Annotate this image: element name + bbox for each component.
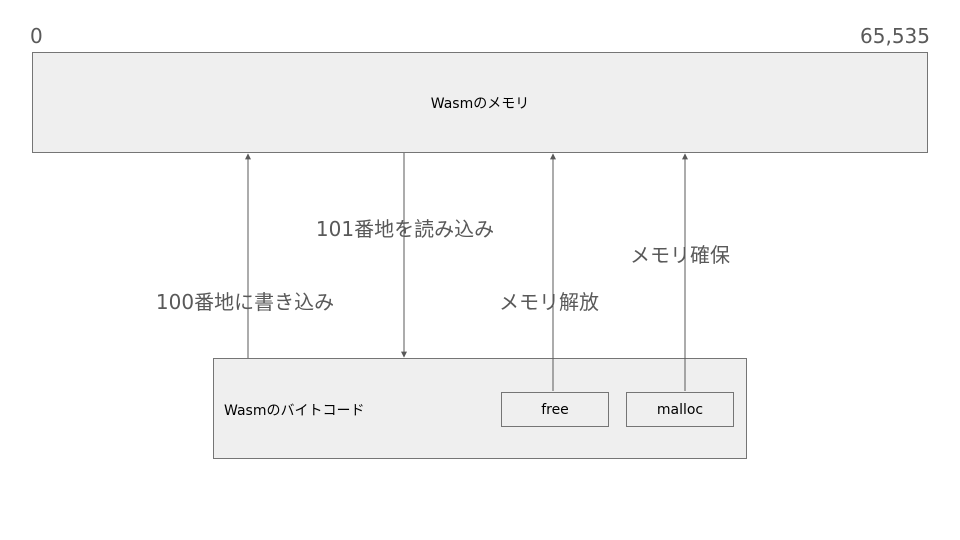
memory-address-start: 0 — [30, 24, 43, 48]
wasm-memory-label: Wasmのメモリ — [430, 95, 530, 112]
malloc-function-label: malloc — [656, 401, 704, 418]
free-operation-label: メモリ解放 — [499, 290, 599, 314]
write-operation-label: 100番地に書き込み — [155, 290, 335, 314]
malloc-function-box: malloc — [626, 392, 734, 427]
wasm-bytecode-label: Wasmのバイトコード — [224, 403, 365, 419]
wasm-memory-box: Wasmのメモリ — [32, 52, 928, 153]
free-function-box: free — [501, 392, 609, 427]
alloc-operation-label: メモリ確保 — [630, 243, 730, 267]
free-function-label: free — [541, 401, 569, 418]
wasm-bytecode-box: Wasmのバイトコード free malloc — [213, 358, 747, 459]
read-operation-label: 101番地を読み込み — [315, 217, 495, 241]
memory-address-end: 65,535 — [860, 24, 930, 48]
